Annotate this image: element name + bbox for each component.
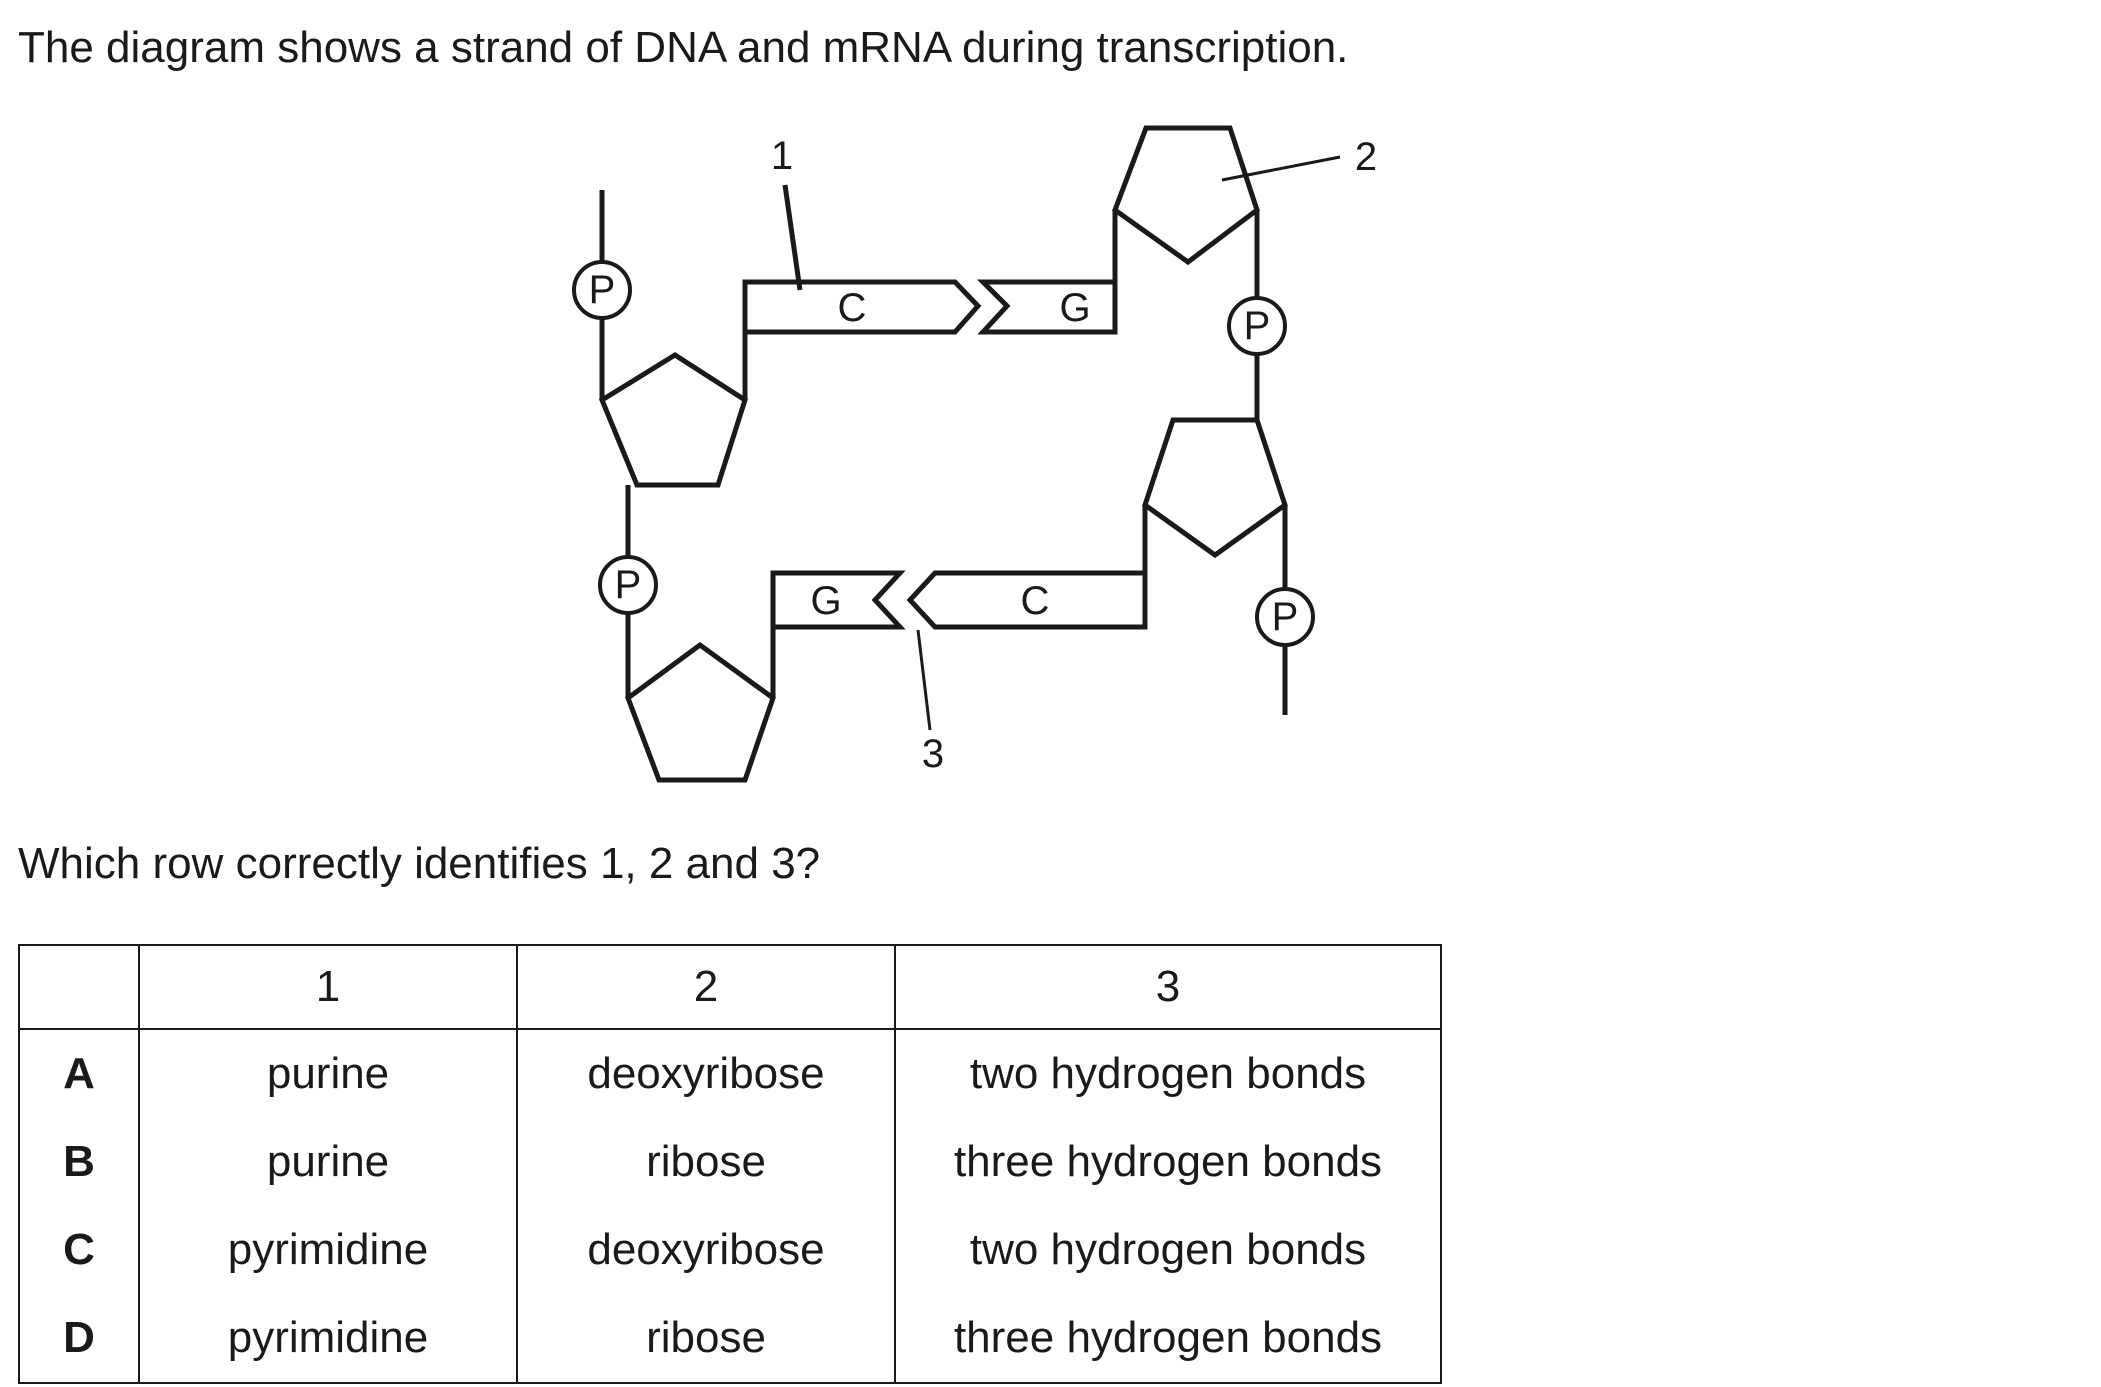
- phosphate-left-lower: [598, 555, 658, 615]
- sugar-left-upper: [598, 352, 748, 488]
- base-label-bottom-g: G: [810, 579, 841, 623]
- row-letter: B: [18, 1118, 140, 1206]
- table-row: D pyrimidine ribose three hydrogen bonds: [18, 1294, 1442, 1384]
- base-label-bottom-c: C: [1021, 579, 1050, 623]
- table-header-row: 1 2 3: [18, 944, 1442, 1030]
- table-row: B purine ribose three hydrogen bonds: [18, 1118, 1442, 1206]
- phosphate-left-upper: [572, 260, 632, 320]
- callout-1-label: 1: [771, 134, 793, 178]
- base-label-top-g: G: [1059, 286, 1090, 330]
- question-intro: The diagram shows a strand of DNA and mR…: [18, 23, 1349, 72]
- table-cell: pyrimidine: [138, 1294, 518, 1384]
- table-cell: deoxyribose: [516, 1206, 896, 1294]
- table-row: A purine deoxyribose two hydrogen bonds: [18, 1029, 1442, 1118]
- table-cell: pyrimidine: [138, 1206, 518, 1294]
- base-top-g: [976, 279, 1118, 335]
- table-header-cell: 1: [138, 944, 518, 1030]
- question-prompt: Which row correctly identifies 1, 2 and …: [18, 839, 821, 888]
- callout-2-label: 2: [1355, 135, 1377, 179]
- row-letter: D: [18, 1294, 140, 1384]
- sugar-right-upper: [1111, 125, 1260, 266]
- base-bottom-g: [770, 570, 906, 630]
- base-top-c: [742, 279, 982, 335]
- table-cell: three hydrogen bonds: [894, 1118, 1442, 1206]
- phosphate-label: P: [1244, 304, 1271, 348]
- table-cell: deoxyribose: [516, 1029, 896, 1118]
- callout-3-line: [916, 629, 932, 731]
- table-cell: three hydrogen bonds: [894, 1294, 1442, 1384]
- base-label-top-c: C: [838, 286, 867, 330]
- table-cell: two hydrogen bonds: [894, 1206, 1442, 1294]
- callout-2-line: [1221, 155, 1341, 182]
- row-letter: C: [18, 1206, 140, 1294]
- phosphate-label: P: [1272, 595, 1299, 639]
- table-cell: ribose: [516, 1294, 896, 1384]
- table-header-cell: [18, 944, 140, 1030]
- sugar-right-lower: [1142, 417, 1288, 559]
- table-header-cell: 3: [894, 944, 1442, 1030]
- callout-3-label: 3: [922, 732, 944, 776]
- answer-table: 1 2 3 A purine deoxyribose two hydrogen …: [18, 944, 1442, 1384]
- table-cell: purine: [138, 1118, 518, 1206]
- table-cell: ribose: [516, 1118, 896, 1206]
- row-letter: A: [18, 1029, 140, 1118]
- table-header-cell: 2: [516, 944, 896, 1030]
- callout-1-line: [782, 184, 803, 291]
- phosphate-right-lower: [1255, 587, 1315, 647]
- phosphate-right-upper: [1227, 296, 1287, 356]
- phosphate-label: P: [589, 268, 616, 312]
- dna-mrna-diagram: P P P P C G G C 1 2 3: [572, 125, 1377, 783]
- table-row: C pyrimidine deoxyribose two hydrogen bo…: [18, 1206, 1442, 1294]
- table-cell: two hydrogen bonds: [894, 1029, 1442, 1118]
- base-bottom-c: [906, 570, 1148, 630]
- table-cell: purine: [138, 1029, 518, 1118]
- sugar-left-lower: [624, 641, 776, 783]
- phosphate-label: P: [615, 563, 642, 607]
